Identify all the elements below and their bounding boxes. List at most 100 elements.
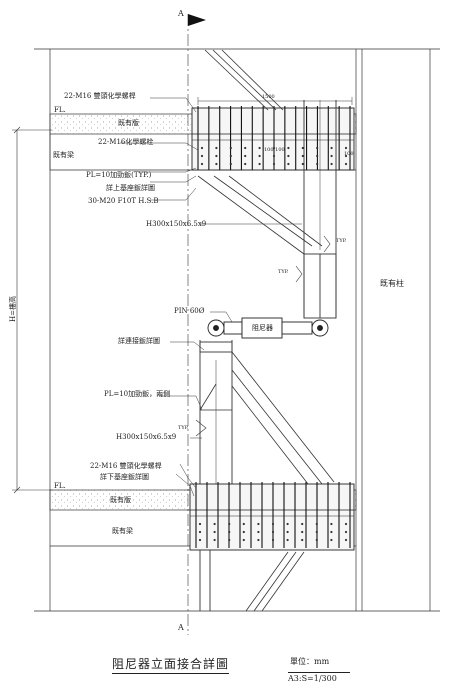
hsb-bolt bbox=[272, 154, 276, 158]
hsb-bolt bbox=[244, 154, 247, 158]
hsb-bolt bbox=[271, 538, 275, 542]
hsb-bolt bbox=[287, 146, 290, 150]
hsb-bolt bbox=[242, 522, 245, 526]
hsb-bolt bbox=[330, 146, 333, 150]
label-lower-member: H300x150x6.5x9 bbox=[116, 433, 177, 441]
hsb-bolt bbox=[301, 538, 304, 542]
hsb-bolt bbox=[215, 154, 218, 158]
hsb-bolt bbox=[200, 154, 204, 158]
section-arrow-flag bbox=[188, 14, 206, 26]
hsb-bolt bbox=[258, 146, 261, 150]
hsb-bolt bbox=[258, 162, 261, 166]
hsb-bolt bbox=[228, 522, 231, 526]
label-typ-1: TYP. bbox=[336, 238, 347, 244]
hsb-bolt bbox=[244, 162, 247, 166]
label-fl-top: FL. bbox=[54, 106, 66, 114]
label-top-chem-bolts: 22-M16 雙頭化學螺桿 bbox=[64, 92, 136, 100]
hsb-bolt bbox=[301, 146, 304, 150]
label-stiffener-both: PL=10加勁鈑，兩側 bbox=[104, 390, 171, 398]
label-existing-beam-top: 既有梁 bbox=[53, 151, 74, 159]
drawing-scale: A3:S=1/300 bbox=[288, 672, 350, 683]
hsb-bolt bbox=[272, 162, 276, 166]
label-typ-3: TYP. bbox=[178, 425, 189, 431]
hsb-bolt bbox=[213, 522, 216, 526]
hsb-bolt bbox=[301, 530, 304, 534]
hsb-bolt bbox=[286, 538, 289, 542]
hsb-bolt bbox=[316, 146, 319, 150]
hsb-bolt bbox=[271, 522, 275, 526]
hsb-bolt bbox=[229, 162, 232, 166]
upper-bracing bbox=[197, 49, 323, 255]
label-stiffener-typ: PL=10加勁鈑(TYP.) bbox=[86, 171, 152, 179]
label-existing-slab-bottom: 既有版 bbox=[110, 496, 131, 504]
hsb-bolt bbox=[257, 530, 260, 534]
label-chem-bolt: 22-M16化學螺栓 bbox=[98, 138, 154, 146]
hsb-bolt bbox=[344, 538, 348, 542]
drawing-title: 阻尼器立面接合詳圖 bbox=[112, 657, 230, 674]
hsb-bolt bbox=[330, 538, 333, 542]
floor-height-dimension bbox=[12, 126, 52, 494]
lower-chemical-bolts bbox=[195, 482, 351, 548]
hsb-bolt bbox=[315, 538, 318, 542]
lower-hsb-bolts bbox=[198, 522, 348, 542]
upper-base-plate bbox=[191, 107, 355, 171]
hsb-bolt bbox=[200, 162, 204, 166]
upper-hsb-bolts bbox=[200, 146, 348, 166]
label-damper: 阻尼器 bbox=[252, 324, 273, 332]
hsb-bolt bbox=[198, 530, 202, 534]
hsb-bolt bbox=[344, 146, 348, 150]
label-fl-bottom: FL. bbox=[54, 482, 66, 490]
hsb-bolt bbox=[330, 162, 333, 166]
leader-lines bbox=[120, 97, 302, 497]
hsb-bolt bbox=[301, 522, 304, 526]
section-letter-top: A bbox=[178, 9, 184, 18]
hsb-bolt bbox=[315, 530, 318, 534]
hsb-bolt bbox=[286, 522, 289, 526]
section-letter-bottom: A bbox=[178, 623, 184, 632]
hsb-bolt bbox=[315, 522, 318, 526]
hsb-bolt bbox=[301, 154, 304, 158]
hsb-bolt bbox=[316, 154, 319, 158]
top-plate-dimension bbox=[197, 97, 353, 105]
lower-base-plate bbox=[189, 483, 355, 551]
damper-assembly bbox=[207, 317, 329, 339]
hsb-bolt bbox=[271, 530, 275, 534]
hsb-bolt bbox=[213, 530, 216, 534]
hsb-bolt bbox=[344, 162, 348, 166]
hsb-bolt bbox=[229, 146, 232, 150]
hsb-bolt bbox=[286, 530, 289, 534]
label-upper-member: H300x150x6.5x9 bbox=[146, 220, 207, 228]
hsb-bolt bbox=[198, 522, 202, 526]
label-dim-side: 100 bbox=[344, 151, 354, 157]
drawing-unit: 單位：mm bbox=[290, 657, 330, 666]
label-existing-column: 既有柱 bbox=[380, 279, 404, 288]
label-existing-beam-bottom: 既有梁 bbox=[112, 527, 133, 535]
stiffener-marks bbox=[195, 235, 331, 437]
label-bottom-chem-bolts: 22-M16 雙頭化學螺桿 bbox=[90, 462, 162, 470]
hsb-bolt bbox=[330, 522, 333, 526]
hsb-bolt bbox=[257, 522, 260, 526]
label-connection-detail: 詳連接鈑詳圖 bbox=[118, 337, 160, 345]
hsb-bolt bbox=[344, 154, 348, 158]
upper-vertical-member bbox=[303, 100, 337, 319]
hsb-bolt bbox=[198, 538, 202, 542]
hsb-bolt bbox=[213, 538, 216, 542]
label-lower-base-detail: 詳下基座鈑詳圖 bbox=[100, 473, 149, 481]
hsb-bolt bbox=[244, 146, 247, 150]
hsb-bolt bbox=[287, 162, 290, 166]
hsb-bolt bbox=[330, 154, 333, 158]
hsb-bolt bbox=[215, 146, 218, 150]
hsb-bolt bbox=[229, 154, 232, 158]
hsb-bolt bbox=[242, 538, 245, 542]
label-existing-slab-top: 既有版 bbox=[118, 119, 139, 127]
label-typ-2: TYP. bbox=[278, 269, 289, 275]
label-pin: PIN 60Ø bbox=[174, 307, 205, 315]
hsb-bolt bbox=[228, 538, 231, 542]
hsb-bolt bbox=[344, 530, 348, 534]
hsb-bolt bbox=[287, 154, 290, 158]
hsb-bolt bbox=[258, 154, 261, 158]
hsb-bolt bbox=[228, 530, 231, 534]
hsb-bolt bbox=[215, 162, 218, 166]
label-floor-height: H=樓高 bbox=[9, 296, 17, 322]
